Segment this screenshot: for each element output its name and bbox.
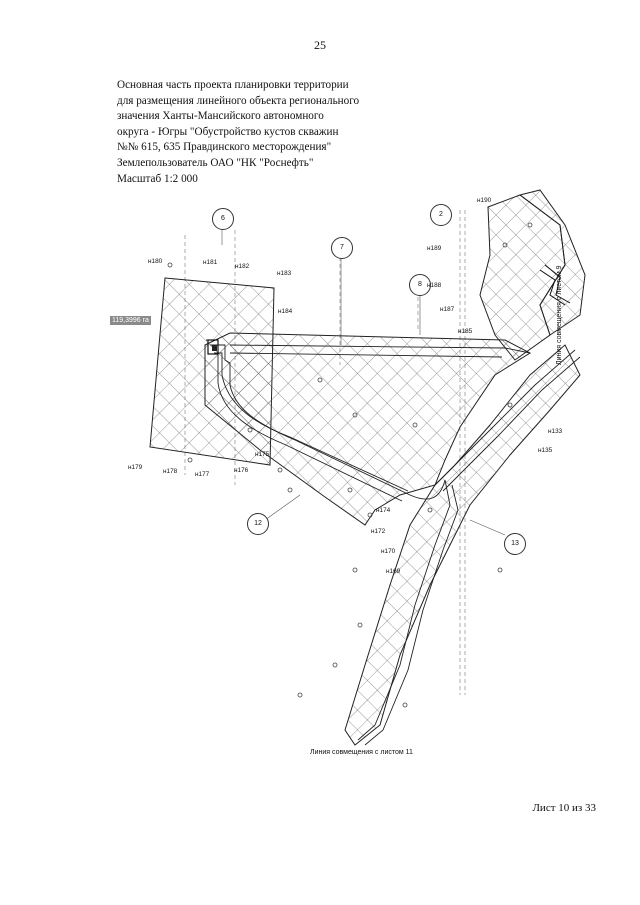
zone-circle-12: 12 bbox=[247, 513, 269, 535]
point-label: н184 bbox=[278, 308, 293, 315]
point-label: н183 bbox=[277, 270, 292, 277]
point-label: н174 bbox=[376, 507, 391, 514]
sheet-footer: Лист 10 из 33 bbox=[532, 802, 596, 814]
point-label: н181 bbox=[203, 259, 218, 266]
point-label: н172 bbox=[371, 528, 386, 535]
point-label: н179 bbox=[128, 464, 143, 471]
point-label: н189 bbox=[427, 245, 442, 252]
ne-detail bbox=[539, 269, 566, 306]
pad-structure bbox=[212, 345, 217, 351]
ne-detail bbox=[544, 264, 571, 304]
pad-structure bbox=[207, 339, 219, 355]
header-line: Масштаб 1:2 000 bbox=[117, 172, 198, 185]
point-label: н182 bbox=[235, 263, 250, 270]
document-header: Основная часть проекта планировки террит… bbox=[117, 78, 437, 187]
point-label: н177 bbox=[195, 471, 210, 478]
point-label: н175 bbox=[255, 451, 270, 458]
header-line: для размещения линейного объекта региона… bbox=[117, 94, 360, 107]
zone-circle-13: 13 bbox=[504, 533, 526, 555]
area-label: 119,3996 га bbox=[110, 316, 151, 325]
point-label: н187 bbox=[440, 306, 455, 313]
central-corridor bbox=[204, 332, 532, 526]
header-line: значения Ханты-Мансийского автономного bbox=[117, 110, 324, 123]
south-corridor bbox=[344, 344, 581, 746]
match-line-right: Линия совмещения с листом 9 bbox=[556, 265, 563, 365]
point-label: н185 bbox=[458, 328, 473, 335]
match-line-bottom: Линия совмещения с листом 11 bbox=[310, 749, 413, 756]
point-label: н178 bbox=[163, 468, 178, 475]
header-line: округа - Югры "Обустройство кустов скваж… bbox=[117, 125, 339, 138]
header-line: №№ 615, 635 Правдинского месторождения" bbox=[117, 141, 332, 154]
planning-drawing: 6 7 8 2 12 13 119,3996 га н190 н189 н188… bbox=[110, 185, 610, 770]
leader-line bbox=[469, 519, 506, 536]
zone-circle-6: 6 bbox=[212, 208, 234, 230]
point-label: н133 bbox=[548, 428, 563, 435]
leader-line bbox=[264, 494, 301, 521]
zone-circle-7: 7 bbox=[331, 237, 353, 259]
drawing-canvas bbox=[149, 189, 586, 746]
ne-plot-2 bbox=[518, 189, 586, 336]
point-label: н135 bbox=[538, 447, 553, 454]
zone-circle-2: 2 bbox=[430, 204, 452, 226]
point-label: н180 bbox=[148, 258, 163, 265]
point-label: н176 bbox=[234, 467, 249, 474]
point-label: н169 bbox=[386, 568, 401, 575]
page-number: 25 bbox=[314, 38, 326, 52]
point-label: н190 bbox=[477, 197, 492, 204]
survey-points bbox=[167, 222, 533, 708]
header-line: Землепользователь ОАО "НК "Роснефть" bbox=[117, 156, 314, 169]
point-label: н188 bbox=[427, 282, 442, 289]
pipeline-lines bbox=[206, 339, 581, 746]
point-label: н170 bbox=[381, 548, 396, 555]
zone-circle-8: 8 bbox=[409, 274, 431, 296]
header-line: Основная часть проекта планировки террит… bbox=[117, 79, 349, 91]
